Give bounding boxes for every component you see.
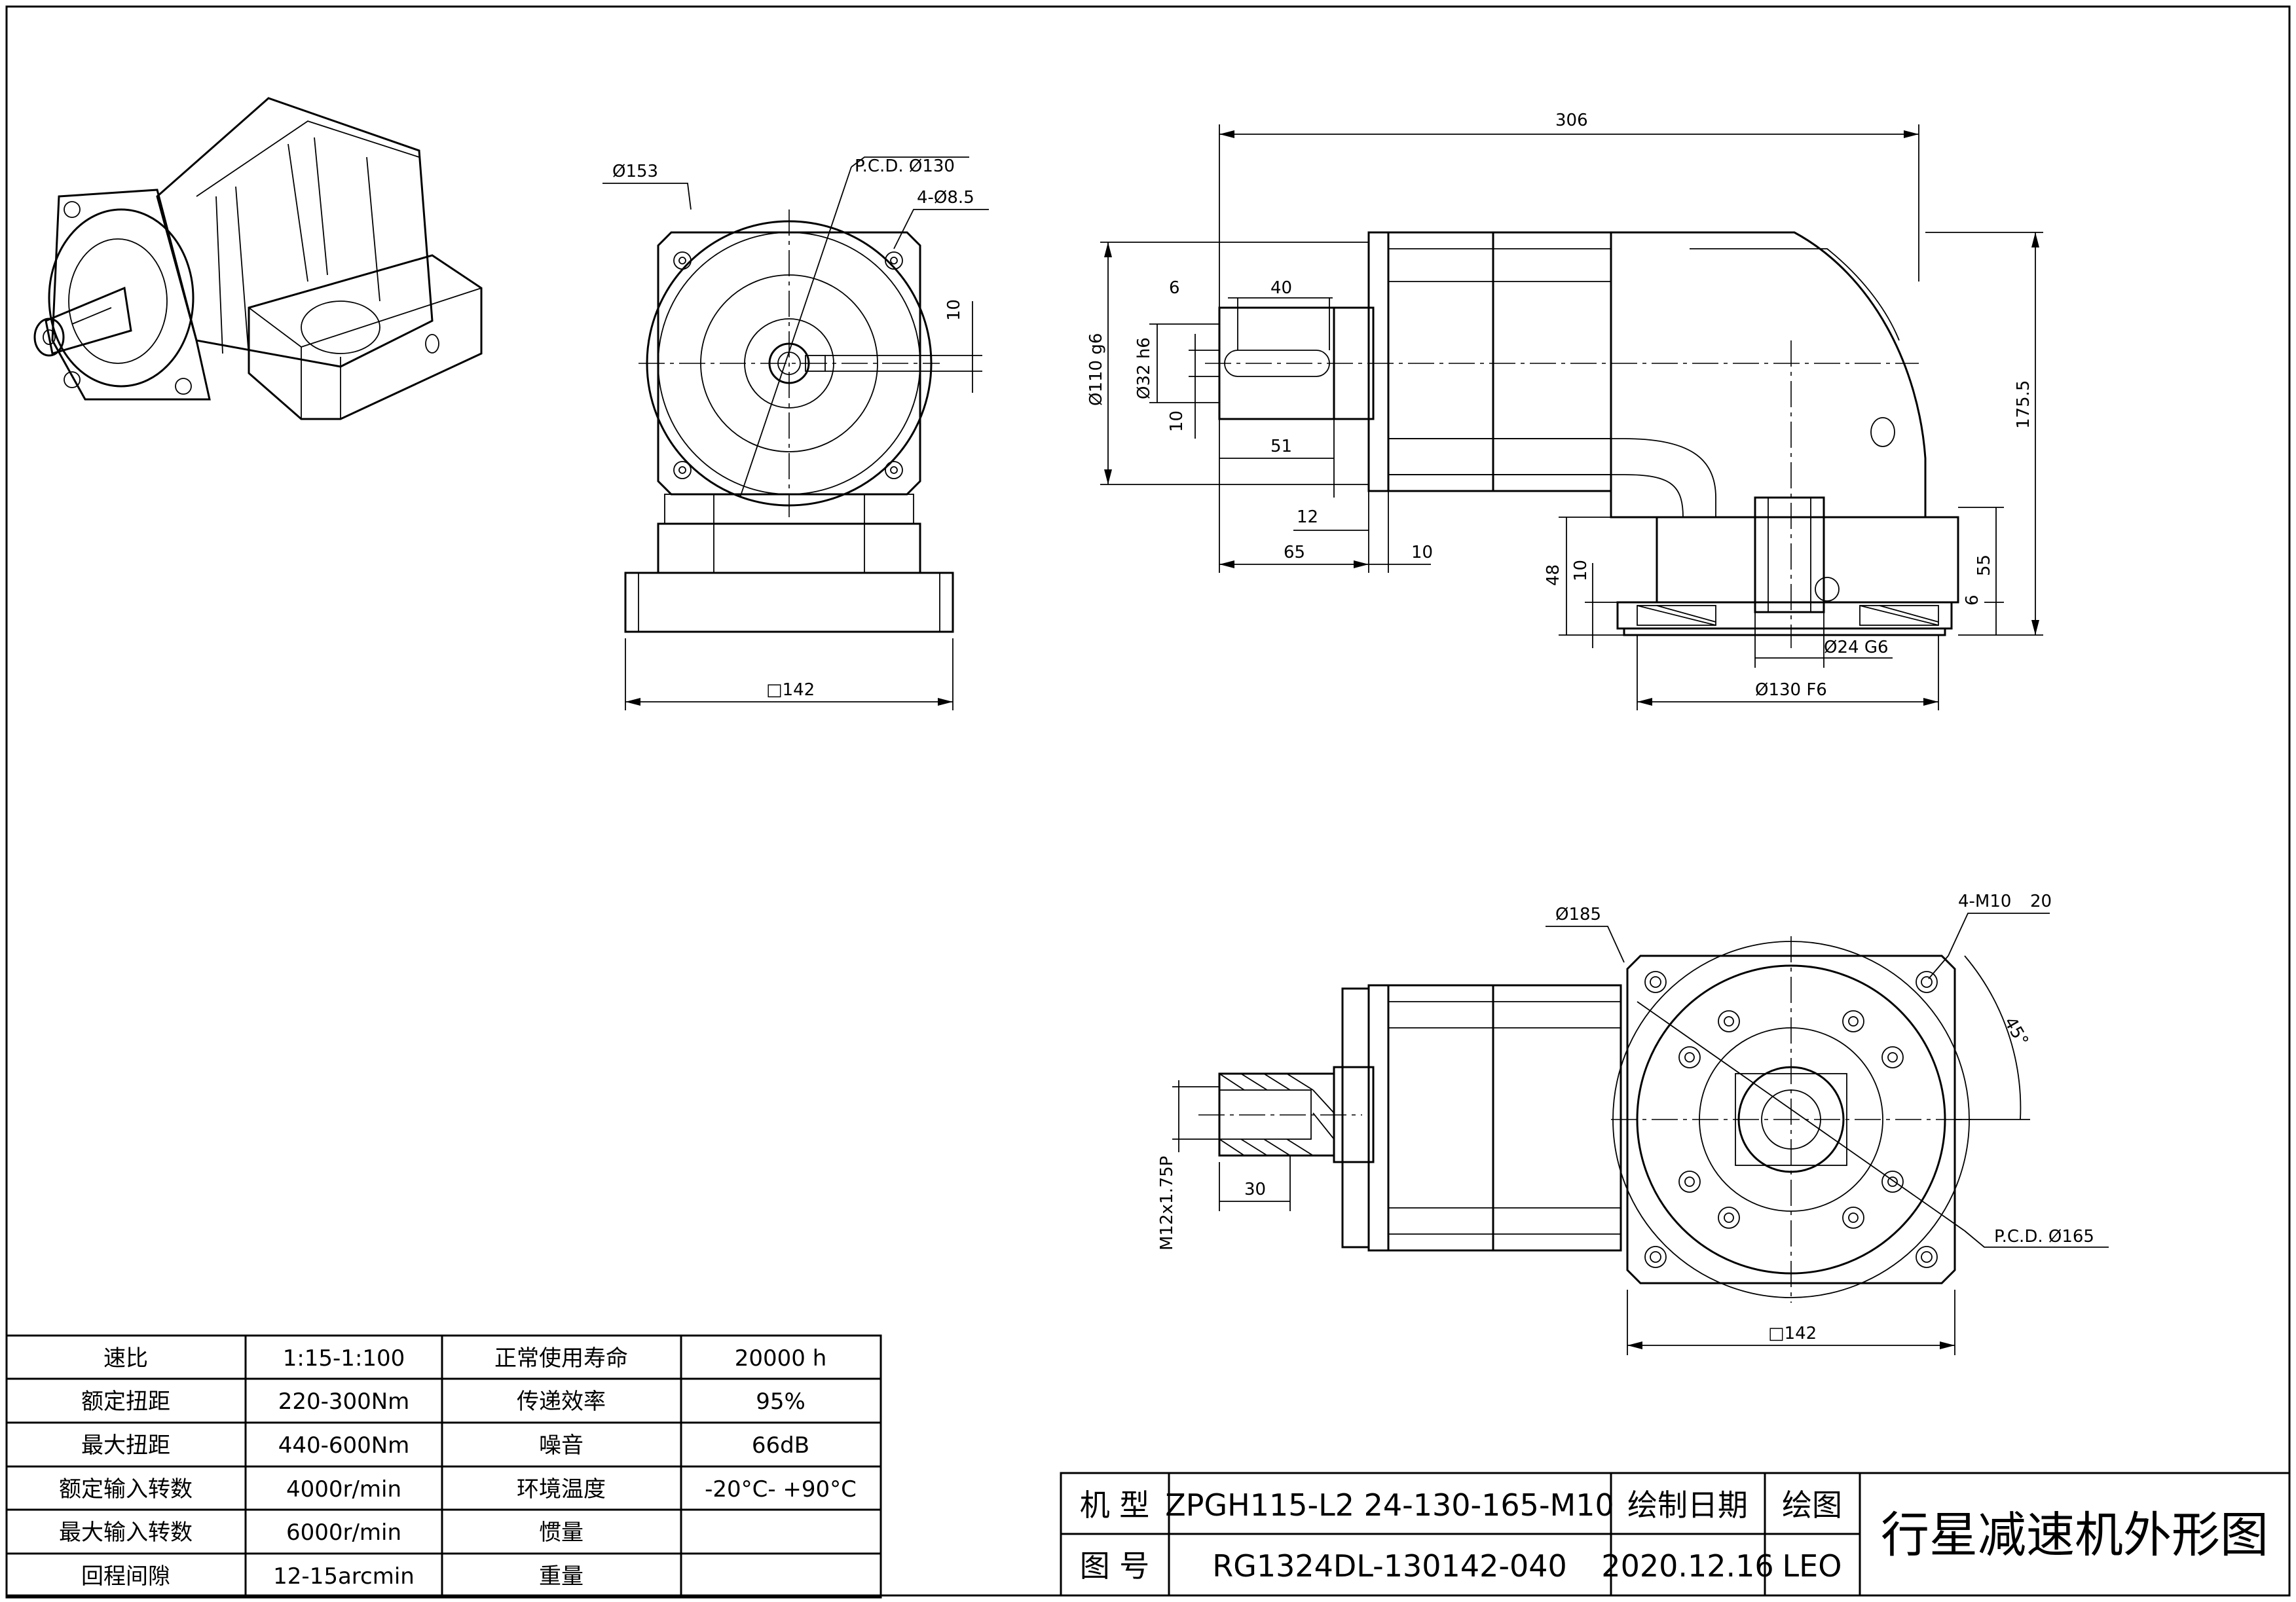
- front-view: Ø153 P.C.D. Ø130 4-Ø8.5 10 □142: [602, 156, 989, 710]
- dim-front-key: 10: [944, 299, 964, 321]
- dim-pilot-length: 12: [1297, 507, 1318, 527]
- dim-output-height: 55: [1974, 555, 1994, 576]
- model-value: ZPGH115-L2 24-130-165-M10: [1165, 1487, 1614, 1523]
- drawing-no-label: 图 号: [1080, 1548, 1150, 1584]
- dim-output-shaft: Ø24 G6: [1824, 638, 1889, 657]
- spec-label: 额定输入转数: [59, 1476, 193, 1502]
- isometric-view: [33, 97, 483, 420]
- spec-value: 4000r/min: [286, 1476, 401, 1502]
- dim-base-step: 10: [1571, 560, 1591, 581]
- spec-label-2: 环境温度: [517, 1476, 606, 1502]
- spec-value: 220-300Nm: [278, 1389, 410, 1415]
- dim-front-base-square: □142: [766, 680, 815, 700]
- spec-label-2: 传递效率: [517, 1389, 606, 1415]
- title-block: 机 型 ZPGH115-L2 24-130-165-M10 图 号 RG1324…: [1060, 1472, 2291, 1597]
- side-view: 306 6 40 Ø110 g6 Ø32 h6 10 51 12 65 10 1…: [1086, 111, 2043, 710]
- date-label: 绘制日期: [1627, 1487, 1748, 1523]
- dim-thread: M12x1.75P: [1157, 1156, 1177, 1250]
- model-label: 机 型: [1080, 1487, 1150, 1523]
- spec-value-2: -20°C- +90°C: [705, 1476, 857, 1502]
- dim-key-width: 10: [1167, 410, 1187, 432]
- spec-label-2: 正常使用寿命: [494, 1345, 628, 1372]
- spec-value-2: 95%: [756, 1389, 805, 1415]
- spec-table: 速比 1:15-1:100 正常使用寿命 20000 h 额定扭距 220-30…: [5, 1334, 882, 1599]
- spec-value: 1:15-1:100: [283, 1345, 405, 1372]
- dim-tap-depth: 20: [2030, 892, 2052, 911]
- drawing-no-value: RG1324DL-130142-040: [1212, 1548, 1567, 1584]
- dim-thread-depth: 30: [1244, 1180, 1266, 1199]
- drawing-title: 行星减速机外形图: [1881, 1507, 2268, 1563]
- dim-bottom-circle: Ø185: [1555, 905, 1601, 924]
- dim-output-step: 6: [1963, 594, 1982, 606]
- spec-label-2: 重量: [539, 1563, 583, 1590]
- spec-value-2: 20000 h: [735, 1345, 827, 1372]
- dim-shaft-length: 51: [1270, 437, 1292, 456]
- spec-label: 最大扭距: [81, 1432, 170, 1459]
- dim-front-pcd: P.C.D. Ø130: [855, 156, 955, 176]
- dim-key-length: 40: [1270, 278, 1292, 298]
- spec-value: 6000r/min: [286, 1520, 401, 1546]
- spec-label: 额定扭距: [81, 1389, 170, 1415]
- dim-shaft-total: 65: [1284, 543, 1305, 562]
- dim-key-offset: 6: [1169, 278, 1180, 298]
- dim-output-pilot: Ø130 F6: [1755, 680, 1827, 700]
- dim-shaft-diameter: Ø32 h6: [1134, 337, 1154, 399]
- dim-angle: 45°: [2000, 1014, 2032, 1050]
- dim-flange-diameter: Ø153: [612, 162, 658, 181]
- dim-height: 175.5: [2014, 380, 2033, 429]
- dim-front-holes: 4-Ø8.5: [917, 188, 974, 208]
- dim-base-height: 48: [1544, 564, 1563, 586]
- date-value: 2020.12.16: [1601, 1548, 1773, 1584]
- dim-overall-length: 306: [1555, 111, 1588, 130]
- dim-pilot-diameter: Ø110 g6: [1086, 333, 1106, 406]
- spec-label-2: 噪音: [539, 1432, 583, 1459]
- spec-value: 440-600Nm: [278, 1432, 410, 1459]
- spec-label: 回程间隙: [81, 1563, 170, 1590]
- spec-value: 12-15arcmin: [273, 1563, 415, 1590]
- bottom-view: Ø185 4-M10 20 45° P.C.D. Ø165 M12x1.75P …: [1157, 892, 2109, 1355]
- spec-label: 速比: [103, 1345, 148, 1372]
- spec-label-2: 惯量: [539, 1520, 583, 1546]
- drawer-label: 绘图: [1782, 1487, 1842, 1523]
- dim-bottom-square: □142: [1768, 1324, 1817, 1343]
- dim-flange-thk: 10: [1411, 543, 1433, 562]
- drawer-value: LEO: [1783, 1548, 1842, 1584]
- spec-value-2: 66dB: [752, 1432, 809, 1459]
- spec-label: 最大输入转数: [59, 1520, 193, 1546]
- dim-tapped-holes: 4-M10: [1958, 892, 2011, 911]
- dim-bottom-pcd: P.C.D. Ø165: [1994, 1227, 2094, 1247]
